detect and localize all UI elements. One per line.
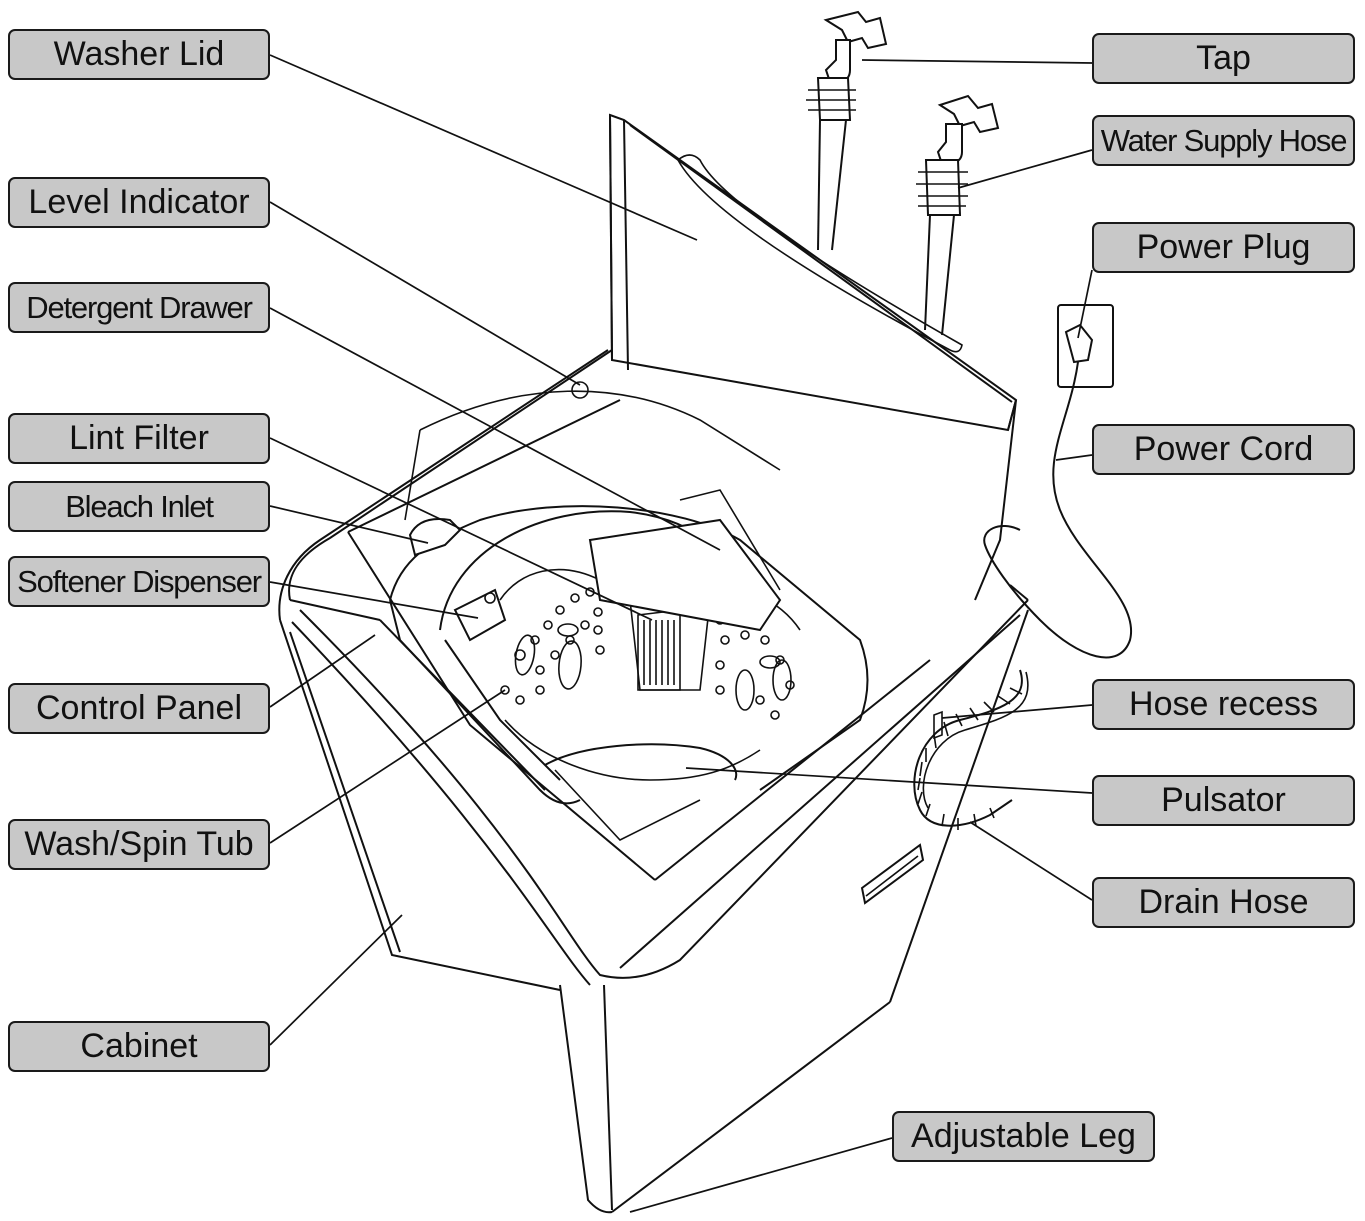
label-pulsator: Pulsator bbox=[1092, 775, 1355, 826]
drain-hose bbox=[913, 669, 1029, 830]
label-power-plug: Power Plug bbox=[1092, 222, 1355, 273]
tap-assembly-1 bbox=[806, 10, 888, 251]
leader-lines bbox=[269, 54, 1093, 1213]
label-tap: Tap bbox=[1092, 33, 1355, 84]
label-level-indicator: Level Indicator bbox=[8, 177, 270, 228]
label-lint-filter: Lint Filter bbox=[8, 413, 270, 464]
label-wash-spin-tub: Wash/Spin Tub bbox=[8, 819, 270, 870]
label-detergent-drawer: Detergent Drawer bbox=[8, 282, 270, 333]
label-power-cord: Power Cord bbox=[1092, 424, 1355, 475]
cabinet-body bbox=[278, 349, 1029, 1214]
label-control-panel: Control Panel bbox=[8, 683, 270, 734]
tub-interior bbox=[389, 381, 869, 841]
label-adjustable-leg: Adjustable Leg bbox=[892, 1111, 1155, 1162]
power-outlet bbox=[983, 304, 1133, 659]
label-cabinet: Cabinet bbox=[8, 1021, 270, 1072]
label-water-supply-hose: Water Supply Hose bbox=[1092, 115, 1355, 166]
label-washer-lid: Washer Lid bbox=[8, 29, 270, 80]
label-bleach-inlet: Bleach Inlet bbox=[8, 481, 270, 532]
label-softener-dispenser: Softener Dispenser bbox=[8, 556, 270, 607]
washer-lid bbox=[608, 113, 1018, 601]
tap-assembly-2 bbox=[916, 94, 1000, 336]
lint-filter bbox=[637, 609, 681, 691]
label-drain-hose: Drain Hose bbox=[1092, 877, 1355, 928]
label-hose-recess: Hose recess bbox=[1092, 679, 1355, 730]
